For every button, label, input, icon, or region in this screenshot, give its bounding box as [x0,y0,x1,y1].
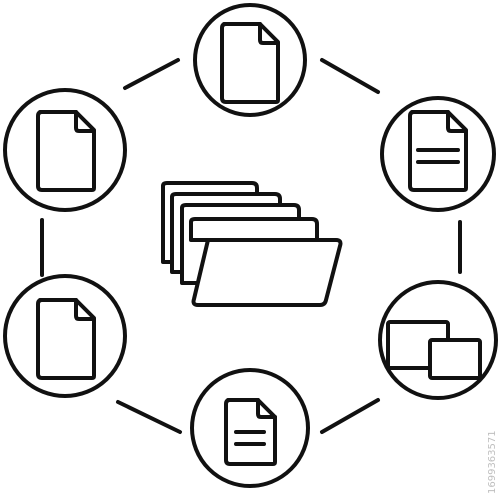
node-circle [3,88,127,212]
document-icon [220,22,280,104]
folder-stack-icon [161,181,343,307]
node-circle [378,280,498,400]
document-with-text-icon [408,110,468,192]
connector-lines [40,58,462,434]
document-icon [36,110,96,192]
node-lower-right [378,280,498,400]
node-upper-left [3,88,127,212]
connector-top-upperleft [123,58,180,90]
node-circle [190,368,310,488]
node-lower-left [3,274,127,398]
node-bottom [190,368,310,488]
node-circle [380,96,496,212]
watermark-id: 1699363571 [487,430,498,494]
connector-top-upperright [320,58,380,94]
connector-bottomleft [116,400,182,434]
node-circle [193,3,307,117]
connector-bottomright [320,398,380,434]
document-icon [36,298,96,380]
node-top [193,3,307,117]
node-circle [3,274,127,398]
windows-icon [386,320,482,380]
node-upper-right [380,96,496,212]
document-with-text-icon [224,398,277,466]
